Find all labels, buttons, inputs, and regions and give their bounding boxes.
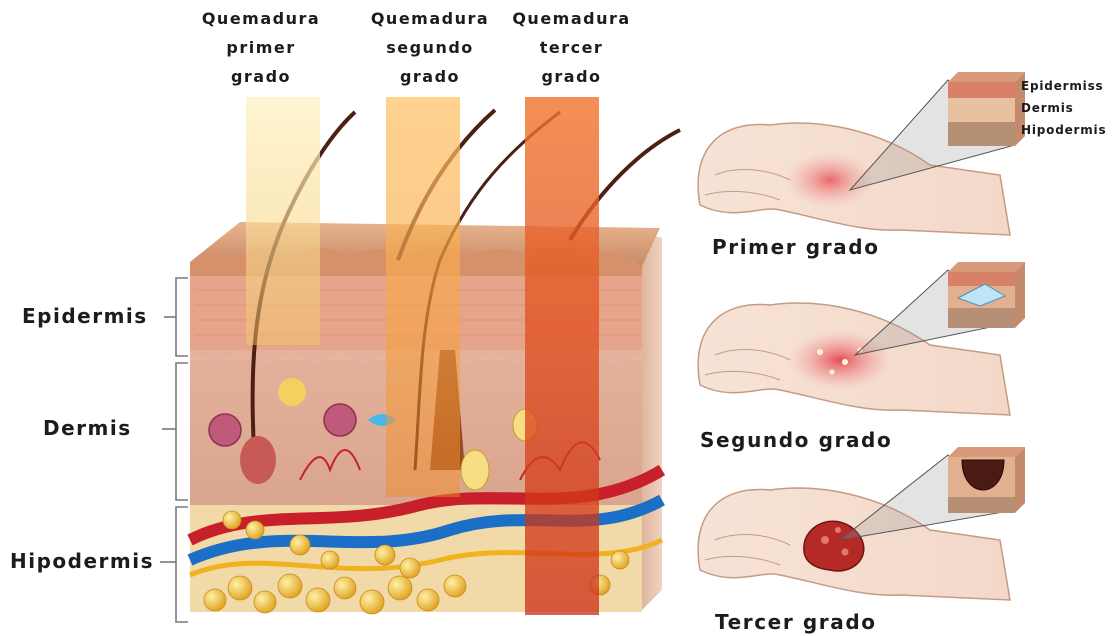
inset-epidermis-label: Epidermiss: [1021, 79, 1103, 93]
first-degree-column: [246, 97, 320, 345]
epidermis-label: Epidermis: [22, 304, 148, 328]
inset-second-degree: [948, 262, 1025, 328]
dermis-label: Dermis: [43, 416, 132, 440]
first-degree-column-title: Quemadura primer grado: [196, 4, 326, 91]
second-degree-column: [386, 97, 460, 497]
second-degree-column-title: Quemadura segundo grado: [360, 4, 500, 91]
third-degree-label: Tercer grado: [715, 610, 877, 634]
layer-brackets: [160, 278, 188, 622]
inset-third-degree: [948, 447, 1025, 513]
inset-dermis-label: Dermis: [1021, 101, 1074, 115]
hipodermis-label: Hipodermis: [10, 549, 154, 573]
second-degree-label: Segundo grado: [700, 428, 892, 452]
third-degree-column: [525, 97, 599, 615]
inset-hipodermis-label: Hipodermis: [1021, 123, 1106, 137]
third-degree-column-title: Quemadura tercer grado: [504, 4, 639, 91]
first-degree-label: Primer grado: [712, 235, 880, 259]
inset-first-degree: [948, 72, 1025, 146]
